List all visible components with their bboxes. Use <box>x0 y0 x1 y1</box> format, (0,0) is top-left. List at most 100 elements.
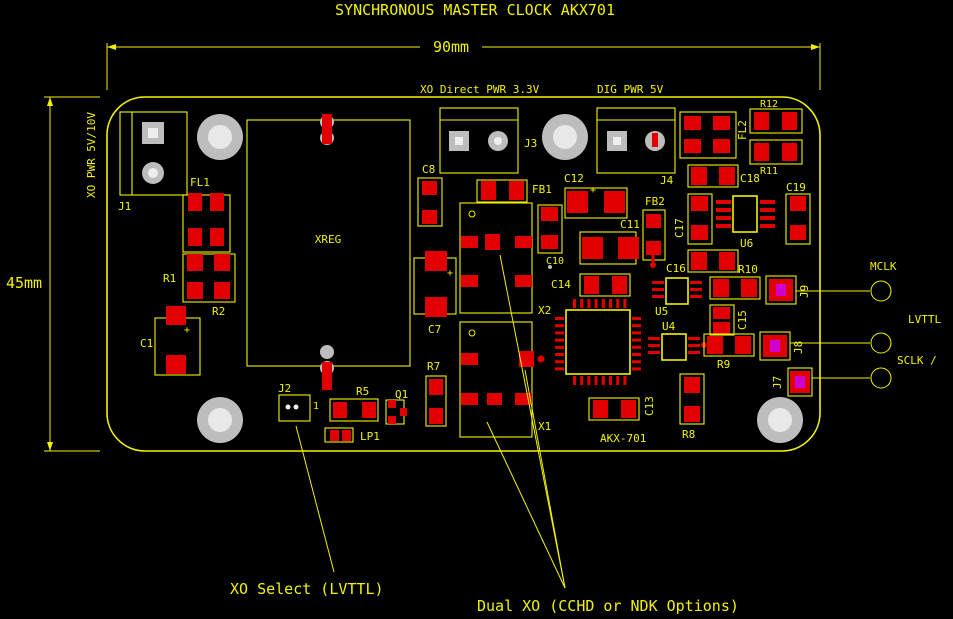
ic-pin <box>555 367 564 371</box>
label-j3: J3 <box>524 137 537 150</box>
callout-xo-select: XO Select (LVTTL) <box>230 580 384 598</box>
ic-pin <box>587 376 591 385</box>
diagram-title: SYNCHRONOUS MASTER CLOCK AKX701 <box>335 1 615 19</box>
label-fl2: FL2 <box>736 120 749 140</box>
ic-pin <box>555 331 564 335</box>
label-fb1: FB1 <box>532 183 552 196</box>
ic-pin <box>555 353 564 356</box>
label-r5: R5 <box>356 385 369 398</box>
mounting-hole-tl <box>197 114 243 160</box>
label-lp1: LP1 <box>360 430 380 443</box>
capacitor-c14 <box>579 273 631 297</box>
signal-lvttl: LVTTL <box>908 313 941 326</box>
connector-j9 <box>765 275 797 305</box>
capacitor-c16 <box>687 249 739 273</box>
capacitor-c11 <box>579 231 639 265</box>
ic-pin <box>632 345 641 349</box>
led-lp1 <box>324 427 354 443</box>
label-j1: J1 <box>118 200 131 213</box>
callout-dual-xo: Dual XO (CCHD or NDK Options) <box>477 597 739 615</box>
label-u4: U4 <box>662 320 676 333</box>
label-r1: R1 <box>163 272 176 285</box>
height-label: 45mm <box>6 274 42 292</box>
resistor-r1-r2 <box>182 253 236 303</box>
label-xreg: XREG <box>315 233 342 246</box>
label-c10: C10 <box>546 256 564 267</box>
xo-pwr-label: XO PWR 5V/10V <box>85 112 98 198</box>
label-q1: Q1 <box>395 388 408 401</box>
resistor-r5 <box>329 398 379 422</box>
resistor-r12 <box>749 108 803 134</box>
connector-j7 <box>787 367 813 397</box>
oscillator-x2 <box>459 202 533 314</box>
label-r9: R9 <box>717 358 730 371</box>
ic-u6 <box>716 195 775 233</box>
ic-pin <box>616 376 620 385</box>
label-fl1: FL1 <box>190 176 210 189</box>
ic-pin <box>601 299 605 308</box>
label-r8: R8 <box>682 428 695 441</box>
transistor-q1 <box>385 399 407 425</box>
ic-pin <box>587 299 591 308</box>
resistor-r9 <box>703 333 755 357</box>
svg-text:+: + <box>590 185 596 196</box>
label-fb2: FB2 <box>645 195 665 208</box>
label-x2: X2 <box>538 304 551 317</box>
ic-pin <box>573 299 576 308</box>
ic-pin <box>632 317 641 320</box>
label-x1: X1 <box>538 420 551 433</box>
ic-pins <box>555 299 641 385</box>
label-u6: U6 <box>740 237 753 250</box>
main-ic <box>555 299 641 385</box>
ic-u5 <box>652 277 702 305</box>
ic-pin <box>632 324 641 328</box>
ic-pin <box>555 317 564 320</box>
ic-pin <box>623 299 627 308</box>
capacitor-c12: + <box>564 185 628 219</box>
capacitor-c19 <box>785 193 811 245</box>
label-j2-pin: 1 <box>313 401 319 412</box>
signal-lines <box>790 280 892 389</box>
ic-pin <box>555 360 564 364</box>
resistor-r7 <box>425 375 447 427</box>
label-c11: C11 <box>620 218 640 231</box>
label-j4: J4 <box>660 174 674 187</box>
capacitor-c17 <box>687 193 713 245</box>
width-dimension: 90mm <box>106 38 821 90</box>
ic-pin <box>632 338 641 342</box>
label-c18: C18 <box>740 172 760 185</box>
svg-text:+: + <box>184 325 190 336</box>
ic-pin <box>623 376 627 385</box>
capacitor-c1: + <box>154 306 201 376</box>
ic-pin <box>609 376 612 385</box>
label-c15: C15 <box>736 310 749 330</box>
ic-pin <box>580 299 584 308</box>
ic-pin <box>555 345 564 349</box>
signal-sclk: SCLK / <box>897 354 937 367</box>
oscillator-x1 <box>459 321 545 438</box>
ic-pin <box>632 360 641 364</box>
mounting-hole-tc <box>542 114 588 160</box>
capacitor-c13 <box>588 397 640 421</box>
capacitor-c15 <box>709 304 735 336</box>
dig-pwr-label: DIG PWR 5V <box>597 83 664 96</box>
mounting-hole-br <box>757 397 803 443</box>
jumper-j2 <box>278 394 311 422</box>
height-dimension: 45mm <box>2 96 100 452</box>
ic-pin <box>594 299 598 308</box>
label-c8: C8 <box>422 163 435 176</box>
ic-pin <box>632 331 641 335</box>
resistor-r10 <box>709 276 761 300</box>
ic-pin <box>616 299 620 308</box>
connector-j8 <box>759 331 791 361</box>
signal-mclk: MCLK <box>870 260 897 273</box>
board-outline <box>106 96 821 452</box>
label-r7: R7 <box>427 360 440 373</box>
filter-fl1 <box>182 193 231 253</box>
width-label: 90mm <box>433 38 469 56</box>
ic-pin <box>632 367 641 371</box>
label-u5: U5 <box>655 305 668 318</box>
label-j7: J7 <box>771 376 784 389</box>
ic-pin <box>594 376 598 385</box>
ferrite-fb1 <box>476 179 528 203</box>
